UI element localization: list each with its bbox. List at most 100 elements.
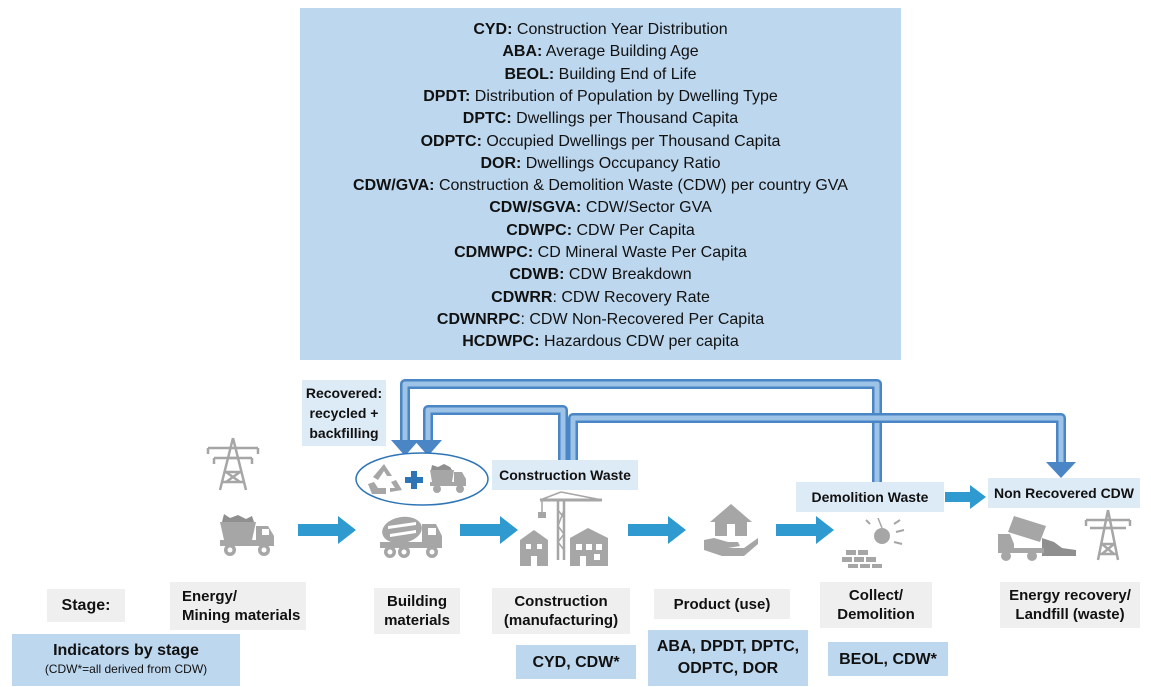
construction-to-nonrecovered-flow xyxy=(568,413,1066,462)
indicators-demolition: BEOL, CDW* xyxy=(828,642,948,676)
legend-abbreviation: CDWRR xyxy=(491,288,553,306)
legend-abbreviation: CDMWPC: xyxy=(454,244,534,261)
legend-definition: Occupied Dwellings per Thousand Capita xyxy=(481,132,781,150)
recovered-line-1: Recovered: xyxy=(305,385,383,401)
recovered-arrowhead-2 xyxy=(391,440,419,456)
legend-definition: Building End of Life xyxy=(554,65,697,83)
legend-abbreviation: ODPTC: xyxy=(420,132,482,150)
recycle-icon xyxy=(368,464,402,494)
indicators-product: ABA, DPDT, DPTC, ODPTC, DOR xyxy=(648,630,808,686)
process-arrow-1 xyxy=(298,516,356,544)
legend-abbreviation: CDW/GVA: xyxy=(353,177,435,195)
legend-abbreviation: CDWB: xyxy=(509,266,565,284)
legend-line: CDWNRPC: CDW Non-Recovered Per Capita xyxy=(300,310,901,330)
indicators-note: (CDW*=all derived from CDW) xyxy=(44,662,208,676)
legend-line: BEOL: Building End of Life xyxy=(300,65,901,85)
recovered-line-3: backfilling xyxy=(309,425,379,441)
dump-truck-icon xyxy=(220,514,274,556)
legend-definition: CDW Per Capita xyxy=(572,221,695,239)
stage-building-materials-line-2: materials xyxy=(384,612,450,629)
cement-mixer-icon xyxy=(380,516,442,558)
legend-line: CYD: Construction Year Distribution xyxy=(300,20,901,40)
recovered-arrowhead xyxy=(414,440,442,456)
legend-line: CDWRR: CDW Recovery Rate xyxy=(300,288,901,308)
stage-product-use: Product (use) xyxy=(654,589,790,619)
legend-definition: CDW Breakdown xyxy=(564,266,692,284)
legend-abbreviation: CDW/SGVA: xyxy=(489,199,582,217)
plus-icon xyxy=(405,471,423,489)
non-recovered-label: Non Recovered CDW xyxy=(988,478,1140,508)
stage-construction-line-2: (manufacturing) xyxy=(503,612,619,629)
indicators-product-line-2: ODPTC, DOR xyxy=(677,660,779,677)
nonrecovered-arrowhead xyxy=(1046,462,1076,478)
indicators-product-line-1: ABA, DPDT, DPTC, xyxy=(656,638,800,655)
pylon-icon xyxy=(206,437,260,491)
legend-definition: Hazardous CDW per capita xyxy=(539,333,739,351)
legend-abbreviation: DPTC: xyxy=(462,110,512,128)
stage-building-materials: Building materials xyxy=(374,588,460,634)
demolition-to-nonrecovered-arrow xyxy=(945,485,986,509)
demolition-waste-label: Demolition Waste xyxy=(796,482,944,512)
legend-definition: Distribution of Population by Dwelling T… xyxy=(470,87,778,105)
legend-line: CDWPC: CDW Per Capita xyxy=(300,221,901,241)
house-in-hand-icon xyxy=(704,504,758,556)
legend-line: CDW/GVA: Construction & Demolition Waste… xyxy=(300,176,901,196)
legend-line: DPDT: Distribution of Population by Dwel… xyxy=(300,87,901,107)
stage-energy-recovery: Energy recovery/ Landfill (waste) xyxy=(1000,582,1140,628)
legend-abbreviation: CDWPC: xyxy=(506,221,573,239)
recovered-label: Recovered: recycled + backfilling xyxy=(302,380,386,446)
legend-line: ABA: Average Building Age xyxy=(300,42,901,62)
legend-definition: Construction Year Distribution xyxy=(512,21,728,38)
indicators-title: Indicators by stage xyxy=(53,642,199,659)
process-arrow-4 xyxy=(776,516,834,544)
legend-definition: Average Building Age xyxy=(542,43,699,61)
stage-collect-demolition-line-2: Demolition xyxy=(837,606,915,623)
legend-abbreviation: HCDWPC: xyxy=(462,333,540,351)
legend-line: HCDWPC: Hazardous CDW per capita xyxy=(300,332,901,352)
stage-label: Stage: xyxy=(47,589,125,622)
legend-abbreviation: CDWNRPC xyxy=(436,310,521,328)
legend-definition: CDW/Sector GVA xyxy=(581,199,712,217)
indicators-by-stage-label: Indicators by stage (CDW*=all derived fr… xyxy=(12,634,240,686)
legend-abbreviation: ABA: xyxy=(502,43,543,61)
stage-energy-mining-line-2: Mining materials xyxy=(182,607,301,624)
stage-building-materials-line-1: Building xyxy=(387,593,447,610)
legend-line: CDMWPC: CD Mineral Waste Per Capita xyxy=(300,243,901,263)
legend-definition: Dwellings per Thousand Capita xyxy=(511,110,739,128)
stage-energy-mining-line-1: Energy/ xyxy=(182,588,238,605)
stage-collect-demolition: Collect/ Demolition xyxy=(820,582,932,628)
small-dump-truck-icon xyxy=(430,464,466,493)
stage-energy-mining: Energy/ Mining materials xyxy=(170,582,306,630)
stage-construction: Construction (manufacturing) xyxy=(492,588,630,634)
legend-line: ODPTC: Occupied Dwellings per Thousand C… xyxy=(300,132,901,152)
process-arrow-2 xyxy=(460,516,518,544)
landfill-pylon-icon xyxy=(1084,509,1132,561)
construction-to-recovered-flow xyxy=(423,405,568,460)
stage-energy-recovery-line-1: Energy recovery/ xyxy=(1009,587,1131,604)
legend-line: DPTC: Dwellings per Thousand Capita xyxy=(300,109,901,129)
legend-abbreviation: DOR: xyxy=(480,154,522,172)
recovered-line-2: recycled + xyxy=(309,405,379,421)
legend-abbreviation: DPDT: xyxy=(423,87,471,105)
legend-definition: CD Mineral Waste Per Capita xyxy=(533,244,747,261)
legend-definition: Dwellings Occupancy Ratio xyxy=(521,154,721,172)
indicators-construction: CYD, CDW* xyxy=(516,645,636,679)
process-arrow-3 xyxy=(628,516,686,544)
legend-abbreviation: BEOL: xyxy=(504,65,555,83)
legend-definition: : CDW Non-Recovered Per Capita xyxy=(520,310,765,328)
stage-collect-demolition-line-1: Collect/ xyxy=(848,587,904,604)
stage-energy-recovery-line-2: Landfill (waste) xyxy=(1015,606,1125,623)
stage-construction-line-1: Construction xyxy=(514,593,608,610)
construction-waste-label: Construction Waste xyxy=(492,460,638,490)
legend-definition: Construction & Demolition Waste (CDW) pe… xyxy=(434,177,848,195)
legend-line: DOR: Dwellings Occupancy Ratio xyxy=(300,154,901,174)
crane-buildings-icon xyxy=(520,491,608,566)
tipper-truck-icon xyxy=(998,516,1076,561)
legend-definition: : CDW Recovery Rate xyxy=(552,288,710,306)
wrecking-ball-icon xyxy=(842,518,905,568)
legend-abbreviation: CYD: xyxy=(473,21,513,38)
legend-line: CDWB: CDW Breakdown xyxy=(300,265,901,285)
legend-line: CDW/SGVA: CDW/Sector GVA xyxy=(300,198,901,218)
